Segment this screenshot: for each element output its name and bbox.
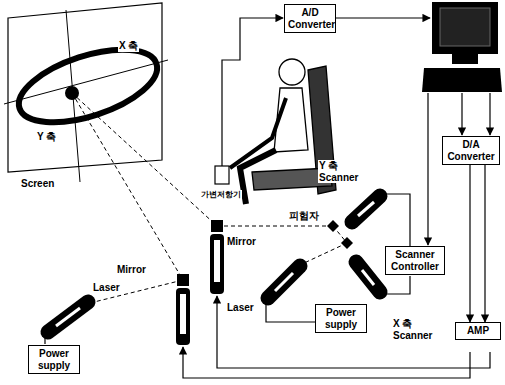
scanner-mirror (341, 237, 353, 249)
signal-connector (469, 165, 470, 322)
part-label: X 축 (118, 40, 139, 52)
part-label: Laser (92, 282, 121, 294)
x-scanner (356, 262, 380, 292)
computer (422, 2, 502, 92)
block-box: A/D Converter (284, 4, 336, 33)
galvo-motor (210, 234, 224, 294)
part-label: Laser (226, 302, 255, 314)
signal-connector (484, 165, 485, 322)
y-axis (66, 10, 80, 182)
mirror-square (177, 274, 189, 286)
part-label: 피험자 (288, 210, 320, 222)
y-scanner (352, 196, 380, 222)
laser-tube (268, 266, 300, 298)
part-label: Mirror (116, 264, 147, 276)
part-label: Mirror (226, 236, 257, 248)
box-label: AMP (459, 325, 497, 337)
laser-tube (48, 302, 88, 332)
galvo-stripe (214, 240, 220, 282)
box-label: A/D Converter (288, 7, 332, 30)
screen-panel (8, 3, 162, 172)
signal-wires (45, 18, 490, 378)
scanner-stripe (362, 270, 374, 285)
variable-resistor (215, 166, 229, 184)
galvo-motor (176, 288, 190, 345)
part-label: Screen (20, 178, 55, 190)
galvo-stripe (180, 294, 186, 334)
scanner-mirror (327, 220, 339, 232)
box-label: D/A Converter (446, 139, 496, 162)
block-box: D/A Converter (442, 136, 500, 165)
block-box: Power supply (28, 345, 80, 374)
laser-stripe (56, 308, 80, 326)
target-ellipse (10, 35, 165, 137)
part-label: 가변저항기 (200, 190, 242, 199)
laser-stripe (275, 273, 293, 291)
box-label: Power supply (319, 307, 363, 330)
part-label: Y 축 (36, 131, 57, 143)
block-box: AMP (455, 322, 501, 340)
block-box: Scanner Controller (385, 246, 445, 275)
part-label: Y 축 Scanner (318, 160, 364, 183)
scanner-stripe (358, 202, 374, 216)
mirror-square (211, 220, 223, 232)
box-label: Power supply (32, 348, 76, 371)
box-label: Scanner Controller (389, 249, 441, 272)
part-label: X 축 Scanner (392, 318, 442, 341)
block-box: Power supply (315, 304, 367, 333)
